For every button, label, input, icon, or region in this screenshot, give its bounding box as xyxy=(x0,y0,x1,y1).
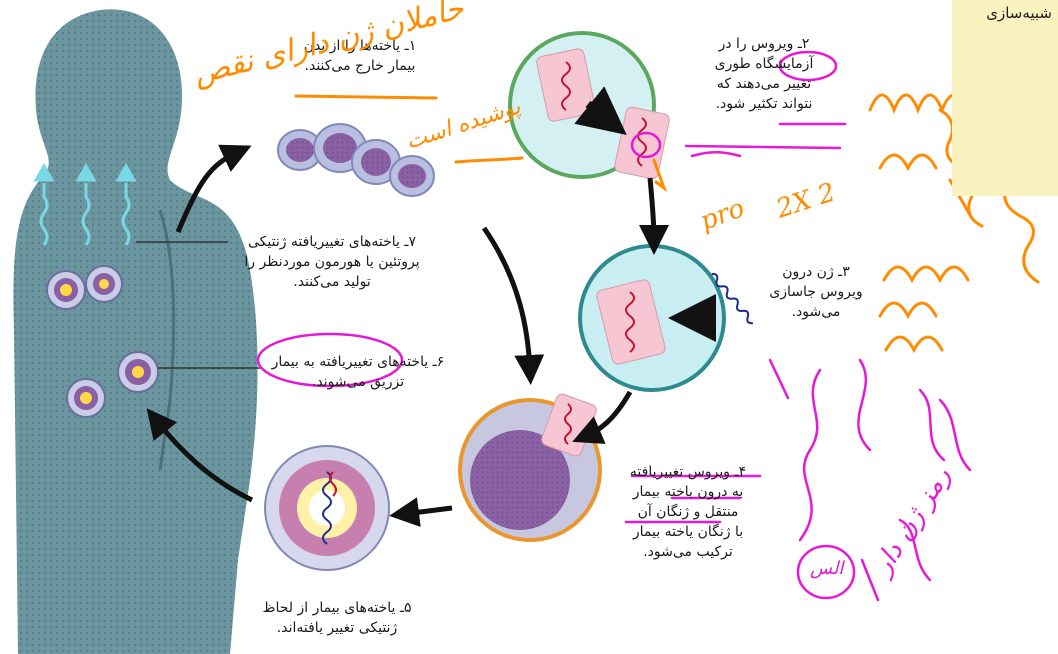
body-silhouette xyxy=(13,9,257,654)
corner-note-text: شبیه‌سازی xyxy=(986,4,1052,22)
step4-label: ۴ـ ویروس تغییریافته به درون یاخته بیمار … xyxy=(612,462,764,562)
step2-label: ۲ـ ویروس را در آزمایشگاه طوری تغییر می‌د… xyxy=(676,34,852,114)
infection-circle xyxy=(460,392,600,540)
step7-label: ۷ـ یاخته‌های تغییریافته ژنتیکی پروتئین ی… xyxy=(228,232,436,292)
step5-label: ۵ـ یاخته‌های بیمار از لحاظ ژنتیکی تغییر … xyxy=(232,598,442,638)
gene-insert-circle xyxy=(580,246,755,390)
corner-note: شبیه‌سازی xyxy=(952,0,1058,196)
modified-cell xyxy=(265,446,389,570)
magenta-annotation-circle: الس xyxy=(810,558,843,579)
step3-label: ۳ـ ژن درون ویروس جاسازی می‌شود. xyxy=(764,262,868,322)
step6-label: ۶ـ یاخته‌های تغییریافته به بیمار تزریق م… xyxy=(256,352,460,392)
